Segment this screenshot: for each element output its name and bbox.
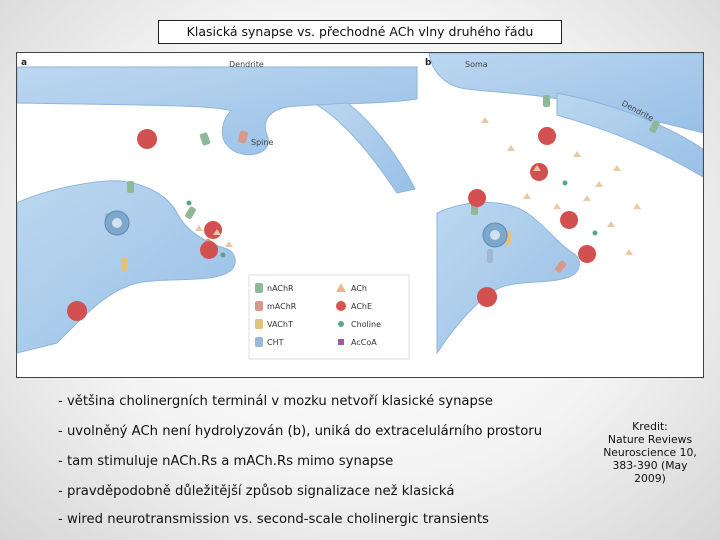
- ache-enzymes: [67, 127, 597, 321]
- legend-label: mAChR: [267, 302, 297, 311]
- bullet-item: - většina cholinergních terminál v mozku…: [58, 394, 493, 409]
- page-title: Klasická synapse vs. přechodné ACh vlny …: [158, 20, 562, 44]
- spine-extension-a: [315, 102, 416, 194]
- legend-item-cht: CHT: [255, 337, 284, 347]
- presynaptic-terminal-b: [436, 202, 580, 355]
- nachr-receptor-icon: [255, 283, 263, 293]
- legend-label: VAChT: [267, 320, 293, 329]
- cht-transporter-icon: [255, 337, 263, 347]
- legend-label: nAChR: [267, 284, 294, 293]
- bullet-item: - uvolněný ACh není hydrolyzován (b), un…: [58, 424, 543, 439]
- legend-item-choline: Choline: [338, 320, 381, 329]
- bullet-item: - wired neurotransmission vs. second-sca…: [58, 512, 489, 527]
- spine-label: Spine: [251, 138, 273, 147]
- credit-line: Kredit:: [632, 420, 668, 433]
- legend-label: ACh: [351, 284, 367, 293]
- legend-label: Choline: [351, 320, 381, 329]
- synapse-illustration: a b Dendrite Spine Soma Dendrite: [17, 53, 703, 360]
- receptor-cluster-b: [471, 95, 660, 273]
- vacht-transporter-icon: [255, 319, 263, 329]
- dendrite-b: [556, 92, 703, 178]
- credit-line: Nature Reviews: [607, 433, 693, 446]
- legend-label: CHT: [267, 338, 284, 347]
- bullet-item: - pravděpodobně důležitější způsob signa…: [58, 484, 455, 499]
- legend-item-ache: AChE: [336, 301, 372, 311]
- legend: nAChR mAChR VAChT CHT ACh AChE: [248, 274, 410, 360]
- choline-dot-icon: [338, 321, 344, 327]
- legend-label: AChE: [351, 302, 372, 311]
- vesicle-core-a: [104, 210, 130, 236]
- credit-line: 383-390 (May: [612, 459, 688, 472]
- synapse-figure: a b Dendrite Spine Soma Dendrite: [16, 52, 704, 378]
- ache-enzyme-icon: [336, 301, 346, 311]
- bullet-item: - tam stimuluje nACh.Rs a mACh.Rs mimo s…: [58, 454, 394, 469]
- soma-label: Soma: [465, 60, 488, 69]
- credit-line: 2009): [634, 472, 666, 485]
- choline-molecules: [186, 180, 598, 258]
- credit-line: Neuroscience 10,: [603, 446, 697, 459]
- legend-item-ach: ACh: [336, 283, 367, 293]
- panel-b-label: b: [425, 58, 432, 68]
- legend-item-vacht: VAChT: [255, 319, 293, 329]
- accoa-square-icon: [338, 339, 344, 345]
- credit-note: Kredit: Nature Reviews Neuroscience 10, …: [592, 420, 708, 485]
- legend-label: AcCoA: [351, 338, 377, 347]
- legend-item-nachr: nAChR: [255, 283, 294, 293]
- ach-triangle-icon: [336, 283, 346, 292]
- legend-item-machr: mAChR: [255, 301, 297, 311]
- legend-item-accoa: AcCoA: [338, 338, 377, 347]
- vesicle-core-b: [482, 222, 508, 248]
- dendrite-label-a: Dendrite: [229, 60, 264, 69]
- ach-molecules: [195, 117, 641, 255]
- machr-receptor-icon: [255, 301, 263, 311]
- panel-a-label: a: [21, 58, 27, 68]
